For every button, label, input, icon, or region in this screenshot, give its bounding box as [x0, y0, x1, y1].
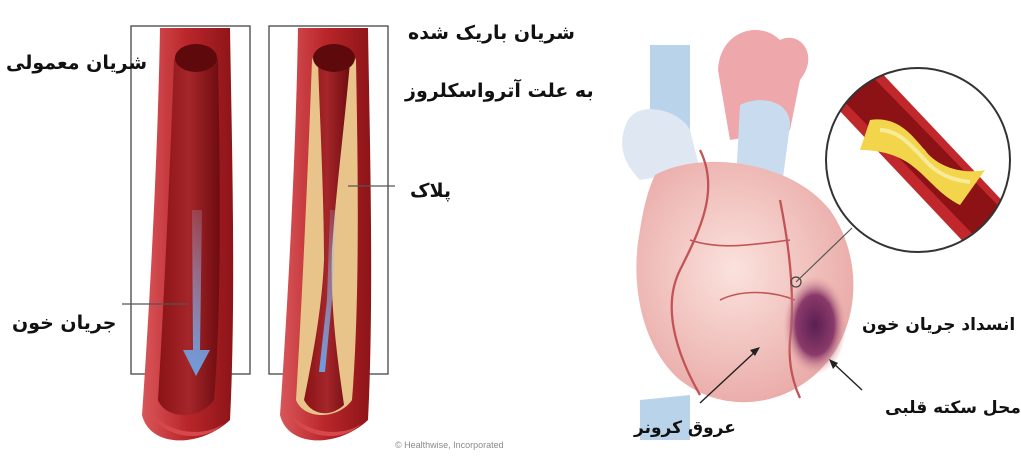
infarct-area: [783, 275, 847, 375]
heart-attack-site-label: محل سکته قلبی: [885, 398, 1021, 418]
coronary-arteries-label: عروق کرونر: [634, 418, 736, 438]
blood-flow-blockage-label: انسداد جریان خون: [862, 315, 1015, 335]
blood-flow-label: جریان خون: [12, 312, 116, 334]
heart-illustration: [622, 30, 853, 440]
narrowed-artery-illustration: [280, 28, 371, 440]
narrowed-artery-label-line1: شریان باریک شده: [408, 22, 575, 44]
blockage-zoom-circle: [820, 50, 1021, 270]
normal-artery-illustration: [142, 28, 233, 440]
image-credit: © Healthwise, Incorporated: [395, 440, 504, 450]
narrowed-artery-label-line2: به علت آترواسکلروز: [405, 80, 594, 102]
normal-artery-label: شریان معمولی: [6, 52, 147, 74]
plaque-label: پلاک: [410, 180, 451, 202]
infarct-arrow: [829, 359, 862, 390]
